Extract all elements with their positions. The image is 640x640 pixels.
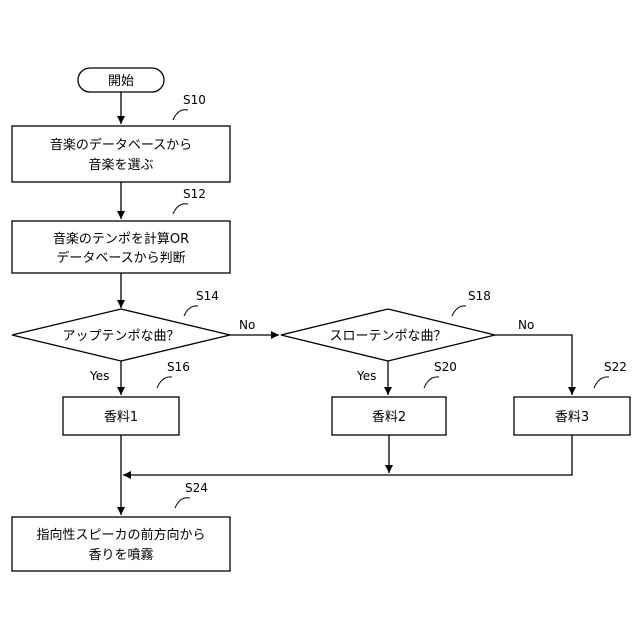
- leader-s16: [157, 377, 172, 388]
- edge-label-yes-s14: Yes: [89, 369, 109, 383]
- step-id-s24: S24: [185, 481, 208, 495]
- leader-s18: [452, 306, 466, 316]
- step-id-s14: S14: [196, 289, 219, 303]
- process-select-music-line2: 音楽を選ぶ: [88, 157, 153, 173]
- process-fragrance-2-label: 香料2: [372, 410, 406, 425]
- step-id-s18: S18: [468, 289, 491, 303]
- process-spray-line1: 指向性スピーカの前方向から: [36, 527, 205, 543]
- process-select-music-line1: 音楽のデータベースから: [50, 137, 192, 153]
- leader-s22: [594, 377, 609, 388]
- edge-s22-merge: [123, 435, 572, 475]
- process-tempo-line2: データベースから判断: [56, 250, 185, 266]
- step-id-s16: S16: [167, 360, 190, 374]
- edge-label-no-s18: No: [518, 318, 534, 332]
- process-fragrance-3-label: 香料3: [555, 410, 589, 425]
- leader-s24: [175, 498, 190, 508]
- step-id-s20: S20: [434, 360, 457, 374]
- step-id-s12: S12: [183, 187, 206, 201]
- edge-label-no-s14: No: [239, 318, 255, 332]
- leader-s12: [173, 204, 188, 214]
- process-spray-line2: 香りを噴霧: [88, 548, 153, 563]
- step-id-s10: S10: [183, 93, 206, 107]
- step-id-s22: S22: [604, 360, 627, 374]
- process-select-music: [12, 126, 230, 182]
- process-fragrance-1-label: 香料1: [104, 410, 138, 425]
- edge-label-yes-s18: Yes: [356, 369, 376, 383]
- process-tempo-line1: 音楽のテンポを計算OR: [53, 231, 189, 247]
- decision-uptempo-label: アップテンポな曲？: [62, 329, 179, 344]
- decision-slowtempo-label: スローテンポな曲？: [329, 329, 446, 344]
- leader-s14: [184, 306, 198, 316]
- leader-s10: [173, 110, 188, 120]
- leader-s20: [424, 377, 439, 388]
- edge-s18-s22: [495, 335, 572, 395]
- start-label: 開始: [108, 74, 134, 89]
